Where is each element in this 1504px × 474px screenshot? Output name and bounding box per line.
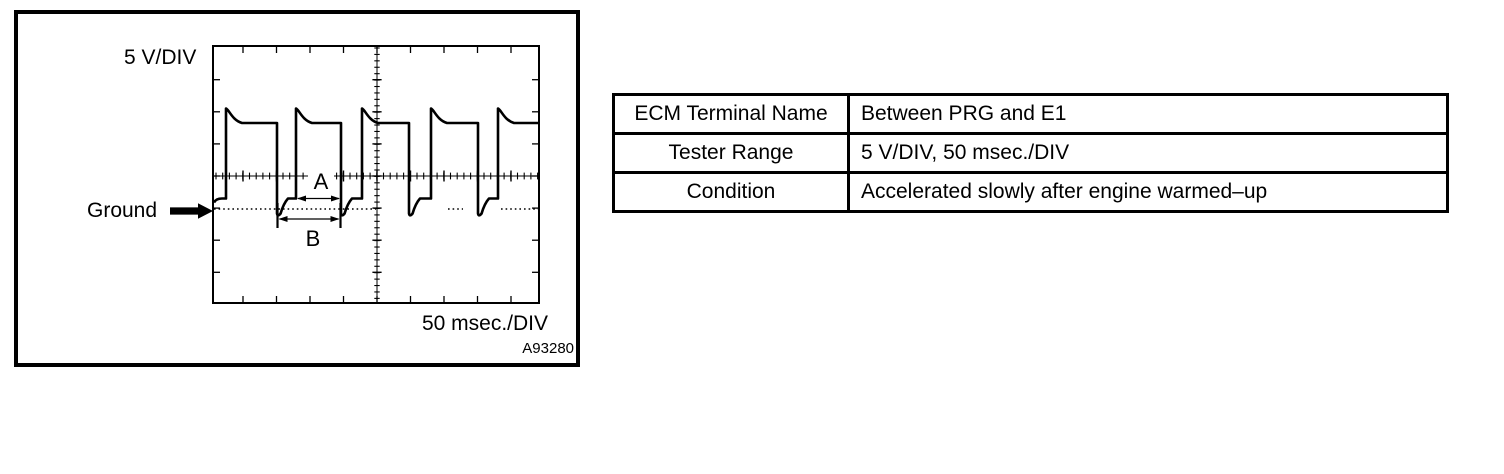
spec-value-cell: 5 V/DIV, 50 msec./DIV (847, 132, 1449, 174)
x-scale-label: 50 msec./DIV (421, 312, 548, 335)
y-scale-label: 5 V/DIV (124, 46, 197, 69)
ground-label: Ground (87, 199, 158, 222)
spec-table: ECM Terminal Name Between PRG and E1 Tes… (612, 93, 1449, 213)
figure-code-label: A93280 (522, 340, 574, 357)
spec-label-cell: ECM Terminal Name (612, 93, 850, 135)
spec-value-cell: Accelerated slowly after engine warmed–u… (847, 171, 1449, 213)
marker-b-label: B (305, 226, 321, 251)
table-row: Condition Accelerated slowly after engin… (612, 171, 1449, 213)
marker-a-label: A (308, 169, 334, 195)
table-row: Tester Range 5 V/DIV, 50 msec./DIV (612, 132, 1449, 174)
spec-label-cell: Condition (612, 171, 850, 213)
table-row: ECM Terminal Name Between PRG and E1 (612, 93, 1449, 135)
spec-label-cell: Tester Range (612, 132, 850, 174)
spec-value-cell: Between PRG and E1 (847, 93, 1449, 135)
